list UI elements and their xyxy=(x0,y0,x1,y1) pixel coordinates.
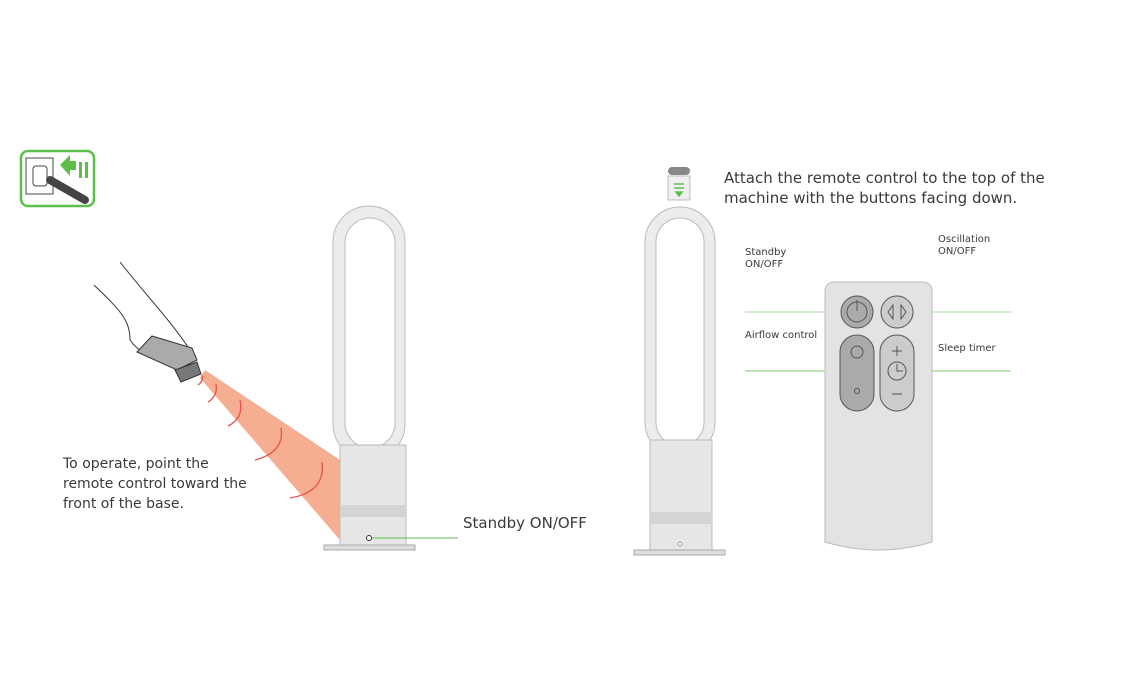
remote-control xyxy=(824,281,933,551)
airflow-label: Airflow control xyxy=(745,330,818,341)
fan-right xyxy=(633,167,726,556)
oscillation-label: Oscillation ON/OFF xyxy=(938,234,991,257)
standby-callout-label: Standby ON/OFF xyxy=(463,514,587,532)
oscillation-button-icon xyxy=(880,295,914,329)
fan-left xyxy=(323,205,458,551)
plug-in-icon xyxy=(19,149,96,208)
airflow-button-icon xyxy=(839,334,875,412)
sleep-timer-label: Sleep timer xyxy=(938,343,996,354)
attach-instruction: Attach the remote control to the top of … xyxy=(724,169,1045,207)
hand-holding-remote xyxy=(93,261,202,383)
standby-label: Standby ON/OFF xyxy=(745,247,787,270)
operate-instruction: To operate, point the remote control tow… xyxy=(63,456,247,512)
callout-lines xyxy=(745,311,1011,372)
power-button-icon xyxy=(840,295,874,329)
sleep-timer-button-icon xyxy=(879,334,915,412)
